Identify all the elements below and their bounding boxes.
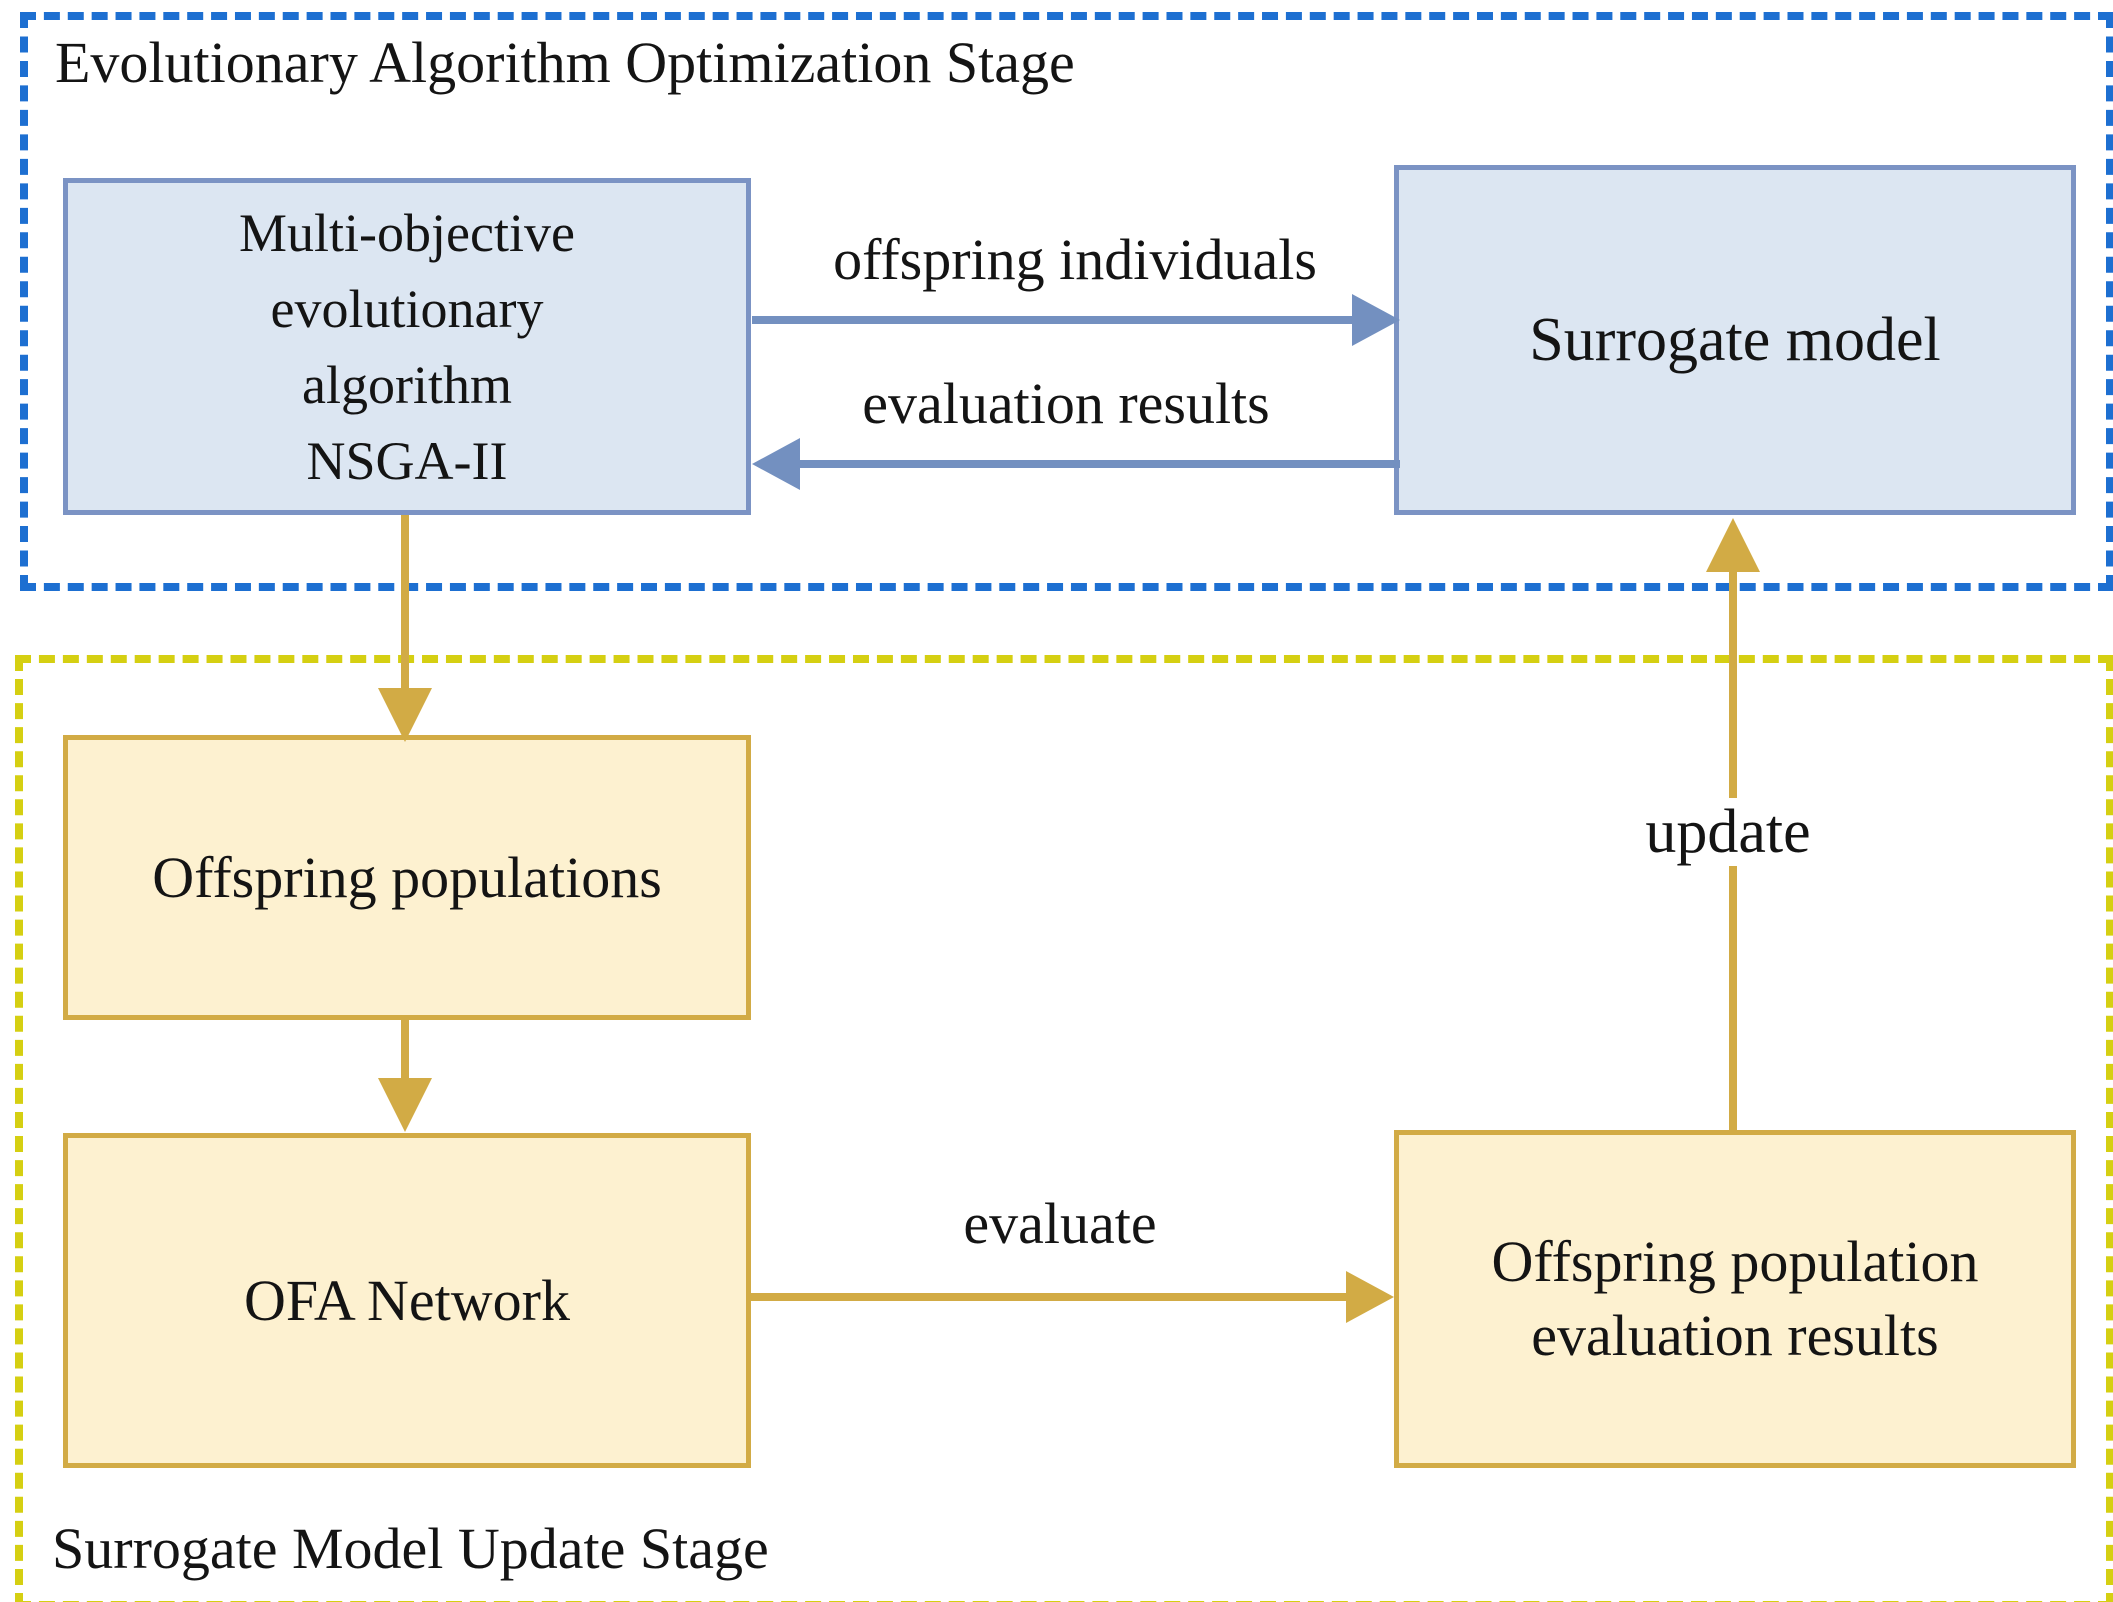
moea-node-line: algorithm bbox=[302, 354, 512, 415]
offspring-individuals-arrowhead-right-icon bbox=[1352, 294, 1400, 346]
offspring-to-ofa-arrowhead-down-icon bbox=[378, 1078, 432, 1132]
moea-to-offspring-arrow-line bbox=[401, 515, 409, 690]
moea-node-line: evolutionary bbox=[270, 278, 544, 339]
offspring-individuals-arrow-line bbox=[752, 316, 1352, 324]
surrogate-model-node: Surrogate model bbox=[1394, 165, 2076, 515]
evaluation-results-arrow-label: evaluation results bbox=[862, 371, 1270, 436]
evaluate-arrow-line bbox=[751, 1293, 1348, 1301]
moea-node-line: Multi-objective bbox=[239, 202, 575, 263]
surrogate-model-label: Surrogate model bbox=[1529, 306, 1941, 374]
eval-results-node-line: Offspring population bbox=[1491, 1229, 1979, 1294]
evaluate-arrow-label: evaluate bbox=[963, 1191, 1157, 1256]
optimization-stage-label: Evolutionary Algorithm Optimization Stag… bbox=[55, 30, 1075, 95]
offspring-eval-results-node: Offspring population evaluation results bbox=[1394, 1130, 2076, 1468]
evaluation-results-arrowhead-left-icon bbox=[752, 438, 800, 490]
offspring-individuals-arrow-label: offspring individuals bbox=[833, 227, 1317, 292]
moea-nsga2-node: Multi-objective evolutionary algorithm N… bbox=[63, 178, 751, 515]
ofa-network-label: OFA Network bbox=[244, 1267, 570, 1333]
update-arrow-label: update bbox=[1629, 798, 1827, 866]
eval-results-node-line: evaluation results bbox=[1531, 1303, 1939, 1368]
offspring-populations-label: Offspring populations bbox=[152, 844, 662, 910]
offspring-populations-node: Offspring populations bbox=[63, 735, 751, 1020]
optimization-stage-region bbox=[20, 12, 2113, 591]
ofa-network-node: OFA Network bbox=[63, 1133, 751, 1468]
moea-node-line: NSGA-II bbox=[306, 430, 508, 491]
update-stage-label: Surrogate Model Update Stage bbox=[52, 1516, 769, 1581]
moea-to-offspring-arrowhead-down-icon bbox=[378, 688, 432, 742]
evaluation-results-arrow-line bbox=[800, 460, 1400, 468]
update-arrowhead-up-icon bbox=[1706, 518, 1760, 572]
evaluate-arrowhead-right-icon bbox=[1346, 1271, 1394, 1323]
offspring-to-ofa-arrow-line bbox=[401, 1020, 409, 1080]
